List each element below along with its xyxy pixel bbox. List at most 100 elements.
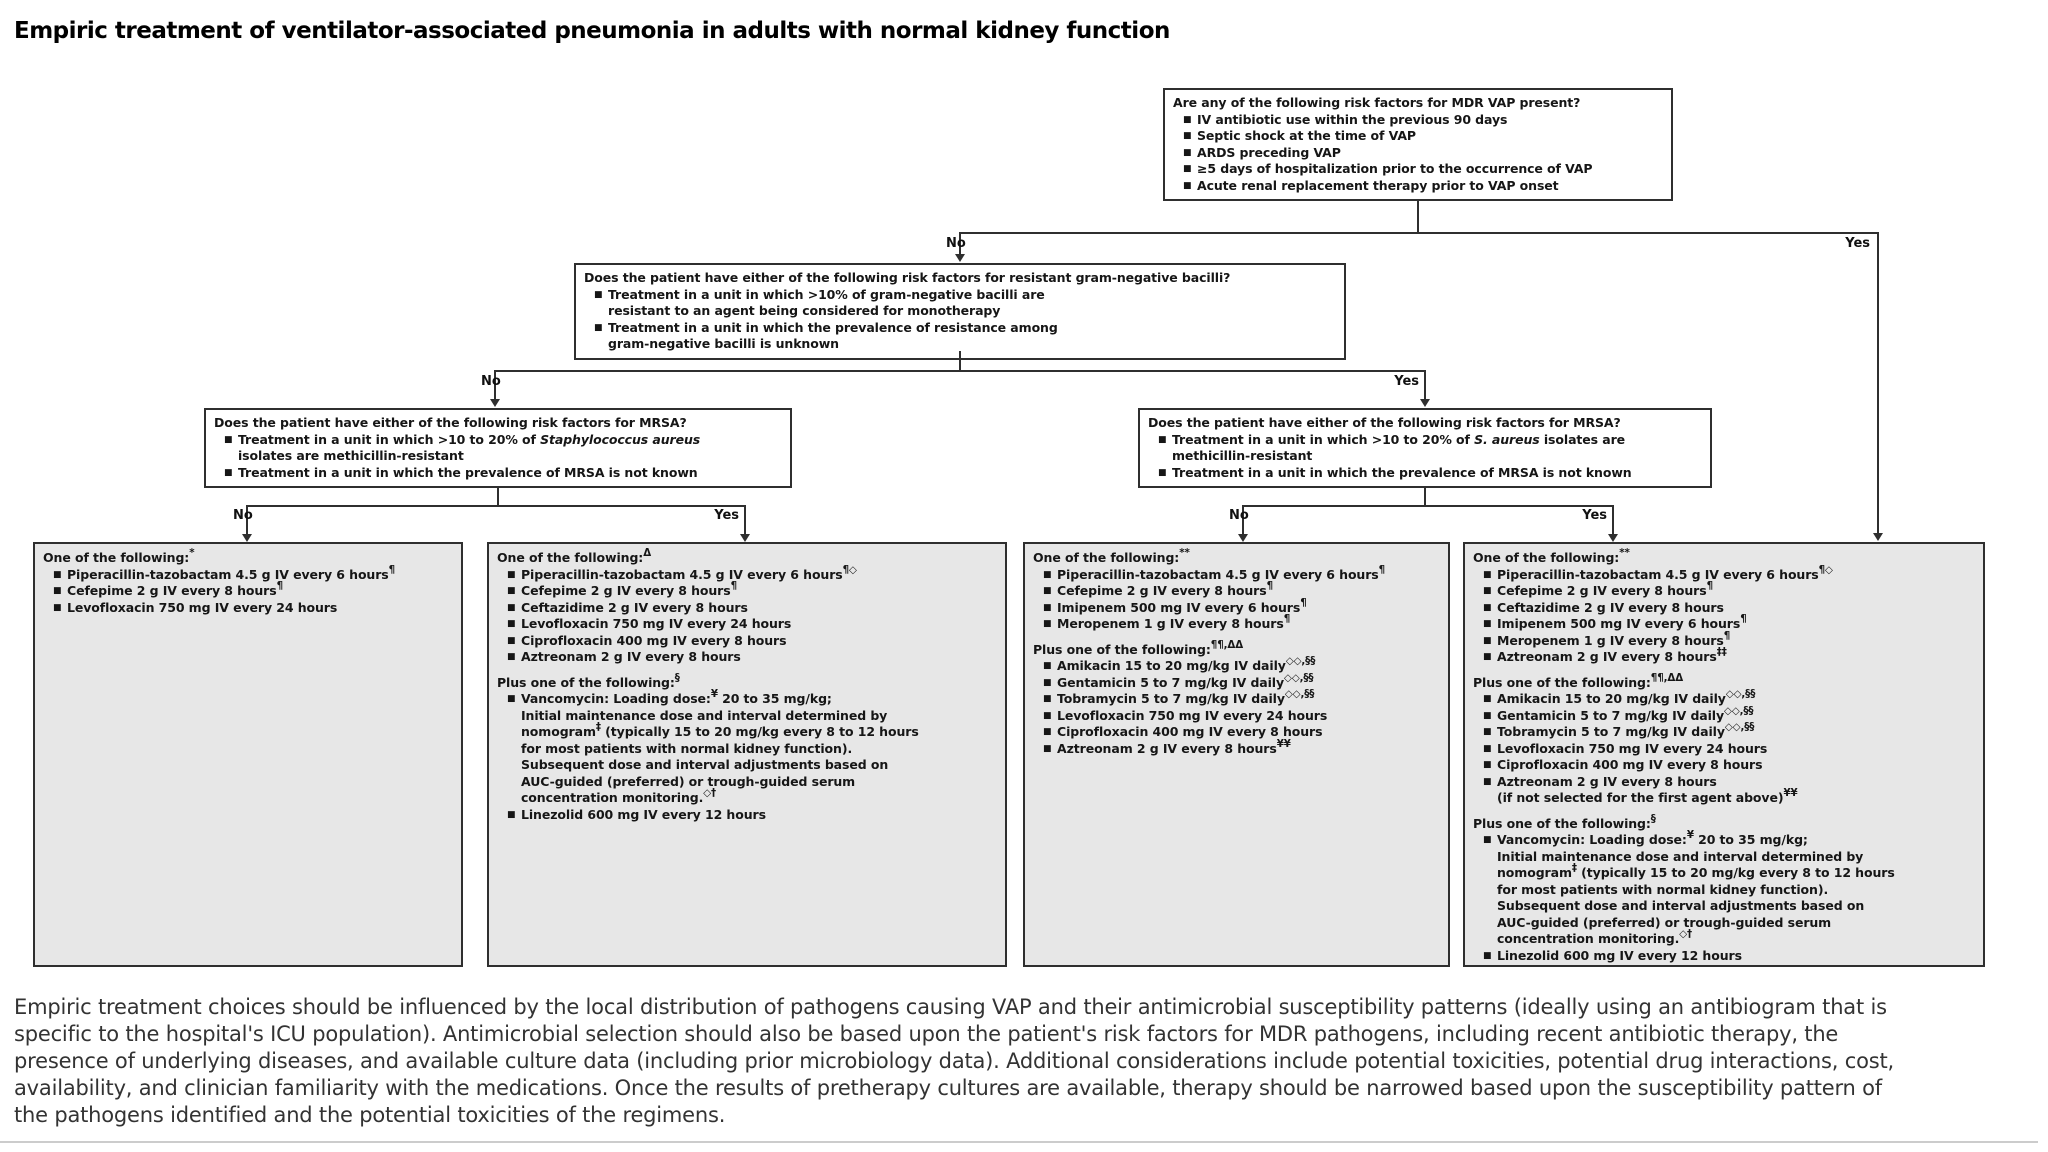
section-header: Plus one of the following:§: [497, 671, 680, 690]
drug-item: Cefepime 2 g IV every 8 hours¶: [1043, 581, 1440, 600]
drug-item: Piperacillin-tazobactam 4.5 g IV every 6…: [1043, 565, 1440, 584]
arrowhead-icon: [1238, 534, 1248, 542]
connector-line: [246, 505, 248, 534]
drug-list: Piperacillin-tazobactam 4.5 g IV every 6…: [43, 565, 453, 617]
mdr-risk-question-box: Are any of the following risk factors fo…: [1163, 88, 1673, 201]
drug-item: Ciprofloxacin 400 mg IV every 8 hours: [1483, 757, 1975, 774]
connector-line: [1424, 486, 1426, 505]
bottom-divider: [0, 1141, 2038, 1143]
edge-label-no: No: [233, 508, 253, 523]
question-text: Does the patient have either of the foll…: [584, 270, 1231, 285]
treatment-box-yes-gnb-no-mrsa: One of the following:**Piperacillin-tazo…: [1023, 542, 1450, 967]
drug-list: Vancomycin: Loading dose:¥ 20 to 35 mg/k…: [497, 689, 997, 824]
edge-label-no: No: [481, 374, 501, 389]
connector-line: [1612, 505, 1614, 534]
drug-item: Linezolid 600 mg IV every 12 hours: [1483, 948, 1975, 965]
arrowhead-icon: [740, 534, 750, 542]
drug-item: Tobramycin 5 to 7 mg/kg IV daily◇◇,§§: [1043, 689, 1440, 708]
edge-label-yes: Yes: [714, 508, 739, 523]
treatment-box-no-gnb-yes-mrsa: One of the following:ΔPiperacillin-tazob…: [487, 542, 1007, 967]
risk-factor-list: IV antibiotic use within the previous 90…: [1173, 112, 1663, 195]
section-header: Plus one of the following:§: [1473, 812, 1656, 831]
section-header: Plus one of the following:¶¶,ΔΔ: [1033, 638, 1244, 657]
connector-line: [959, 232, 1879, 234]
drug-list: Piperacillin-tazobactam 4.5 g IV every 6…: [497, 565, 997, 666]
gram-negative-risk-question-box: Does the patient have either of the foll…: [574, 263, 1346, 360]
question-text: Does the patient have either of the foll…: [214, 415, 687, 430]
drug-item: Cefepime 2 g IV every 8 hours¶: [53, 581, 453, 600]
list-item: Septic shock at the time of VAP: [1183, 128, 1663, 145]
connector-line: [1242, 505, 1244, 534]
arrowhead-icon: [242, 534, 252, 542]
drug-item: Cefepime 2 g IV every 8 hours¶: [507, 581, 997, 600]
edge-label-yes: Yes: [1394, 374, 1419, 389]
drug-item: Aztreonam 2 g IV every 8 hours‡‡: [1483, 647, 1975, 666]
drug-item: Piperacillin-tazobactam 4.5 g IV every 6…: [53, 565, 453, 584]
section-header: Plus one of the following:¶¶,ΔΔ: [1473, 671, 1684, 690]
drug-item: Piperacillin-tazobactam 4.5 g IV every 6…: [1483, 565, 1975, 584]
drug-item: Amikacin 15 to 20 mg/kg IV daily◇◇,§§: [1043, 656, 1440, 675]
drug-item: Levofloxacin 750 mg IV every 24 hours: [1043, 708, 1440, 725]
list-item: ≥5 days of hospitalization prior to the …: [1183, 161, 1663, 178]
list-item: IV antibiotic use within the previous 90…: [1183, 112, 1663, 129]
drug-list: Amikacin 15 to 20 mg/kg IV daily◇◇,§§Gen…: [1473, 689, 1975, 807]
drug-item: Gentamicin 5 to 7 mg/kg IV daily◇◇,§§: [1483, 706, 1975, 725]
drug-item: Vancomycin: Loading dose:¥ 20 to 35 mg/k…: [507, 689, 997, 807]
drug-item: Cefepime 2 g IV every 8 hours¶: [1483, 581, 1975, 600]
connector-line: [494, 370, 496, 399]
drug-item: Ciprofloxacin 400 mg IV every 8 hours: [1043, 724, 1440, 741]
drug-item: Piperacillin-tazobactam 4.5 g IV every 6…: [507, 565, 997, 584]
connector-line: [246, 505, 746, 507]
mrsa-risk-question-box-right: Does the patient have either of the foll…: [1138, 408, 1712, 488]
footer-note: Empiric treatment choices should be infl…: [14, 995, 1894, 1127]
drug-item: Levofloxacin 750 mg IV every 24 hours: [507, 616, 997, 633]
list-item: Treatment in a unit in which >10% of gra…: [594, 287, 1336, 320]
edge-label-no: No: [1229, 508, 1249, 523]
arrowhead-icon: [490, 399, 500, 407]
drug-item: Amikacin 15 to 20 mg/kg IV daily◇◇,§§: [1483, 689, 1975, 708]
arrowhead-icon: [1873, 533, 1883, 541]
risk-factor-list: Treatment in a unit in which >10 to 20% …: [214, 432, 782, 482]
connector-line: [959, 232, 961, 255]
drug-item: Levofloxacin 750 mg IV every 24 hours: [1483, 741, 1975, 758]
question-text: Does the patient have either of the foll…: [1148, 415, 1621, 430]
connector-line: [1417, 200, 1419, 232]
risk-factor-list: Treatment in a unit in which >10 to 20% …: [1148, 432, 1702, 482]
drug-list: Amikacin 15 to 20 mg/kg IV daily◇◇,§§Gen…: [1033, 656, 1440, 758]
drug-item: Aztreonam 2 g IV every 8 hours (if not s…: [1483, 774, 1975, 807]
edge-label-no: No: [946, 236, 966, 251]
drug-item: Imipenem 500 mg IV every 6 hours¶: [1043, 598, 1440, 617]
drug-item: Ciprofloxacin 400 mg IV every 8 hours: [507, 633, 997, 650]
drug-item: Gentamicin 5 to 7 mg/kg IV daily◇◇,§§: [1043, 673, 1440, 692]
treatment-box-yes-gnb-yes-mrsa: One of the following:**Piperacillin-tazo…: [1463, 542, 1985, 967]
section-header: One of the following:**: [1473, 547, 1630, 565]
connector-line: [1242, 505, 1614, 507]
section-header: One of the following:Δ: [497, 547, 652, 565]
treatment-box-no-gnb-no-mrsa: One of the following:*Piperacillin-tazob…: [33, 542, 463, 967]
list-item: Treatment in a unit in which the prevale…: [594, 320, 1336, 353]
drug-item: Linezolid 600 mg IV every 12 hours: [507, 807, 997, 824]
list-item: ARDS preceding VAP: [1183, 145, 1663, 162]
list-item: Treatment in a unit in which the prevale…: [1158, 465, 1702, 482]
list-item: Treatment in a unit in which >10 to 20% …: [224, 432, 782, 465]
drug-item: Meropenem 1 g IV every 8 hours¶: [1043, 614, 1440, 633]
drug-item: Aztreonam 2 g IV every 8 hours: [507, 649, 997, 666]
drug-list: Piperacillin-tazobactam 4.5 g IV every 6…: [1033, 565, 1440, 633]
connector-line: [959, 351, 961, 370]
drug-item: Meropenem 1 g IV every 8 hours¶: [1483, 631, 1975, 650]
arrowhead-icon: [1420, 399, 1430, 407]
question-text: Are any of the following risk factors fo…: [1173, 95, 1581, 110]
edge-label-yes: Yes: [1845, 236, 1870, 251]
section-header: One of the following:*: [43, 547, 195, 565]
drug-item: Aztreonam 2 g IV every 8 hours¥¥: [1043, 739, 1440, 758]
list-item: Acute renal replacement therapy prior to…: [1183, 178, 1663, 195]
edge-label-yes: Yes: [1582, 508, 1607, 523]
connector-line: [1424, 370, 1426, 399]
arrowhead-icon: [1608, 534, 1618, 542]
risk-factor-list: Treatment in a unit in which >10% of gra…: [584, 287, 1336, 353]
list-item: Treatment in a unit in which the prevale…: [224, 465, 782, 482]
list-item: Treatment in a unit in which >10 to 20% …: [1158, 432, 1702, 465]
drug-list: Piperacillin-tazobactam 4.5 g IV every 6…: [1473, 565, 1975, 666]
drug-list: Vancomycin: Loading dose:¥ 20 to 35 mg/k…: [1473, 830, 1975, 965]
